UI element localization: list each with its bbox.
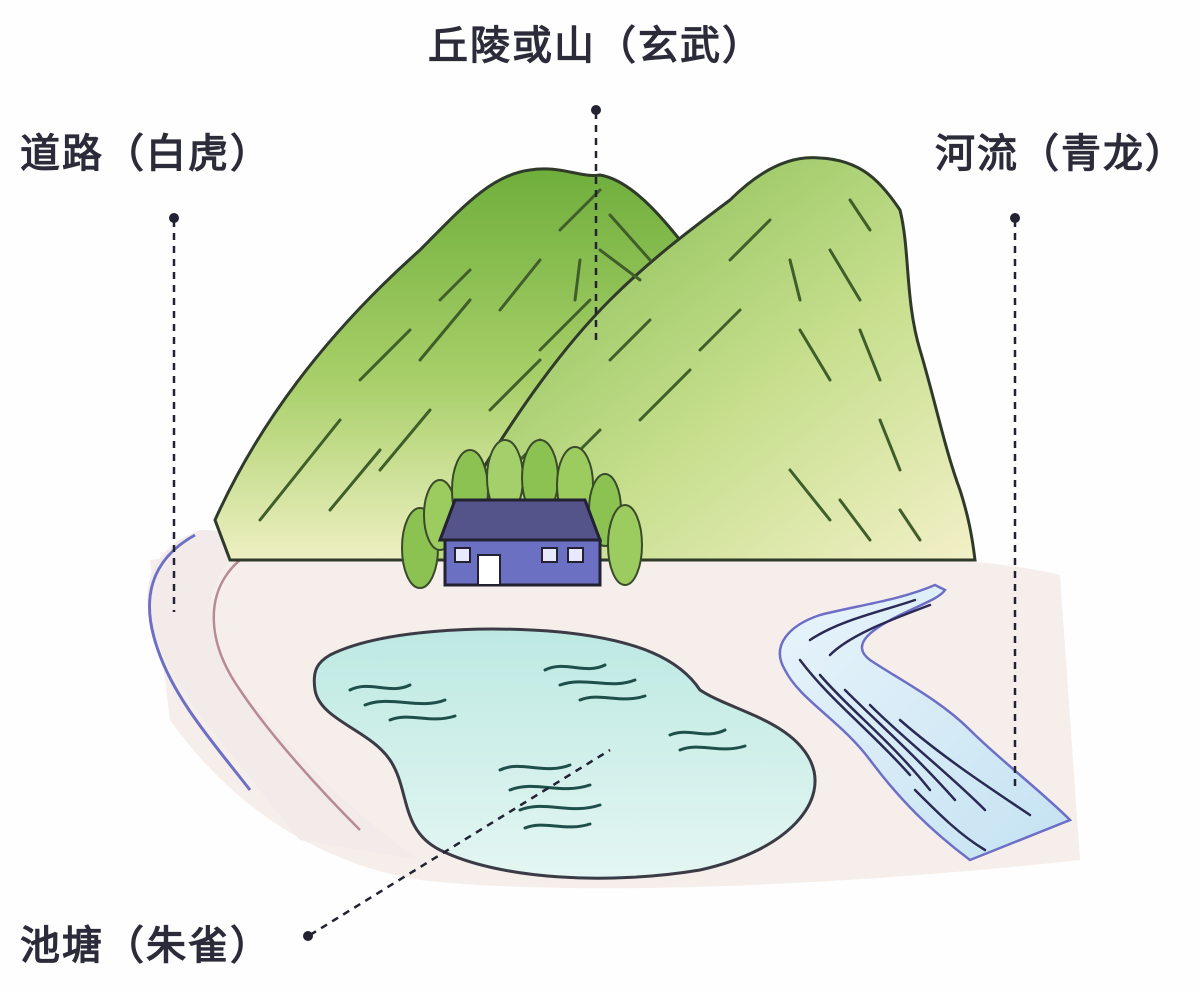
house: [437, 498, 603, 587]
leader-lines: [172, 112, 1017, 937]
label-river: 河流（青龙）: [935, 131, 1187, 177]
river: [778, 583, 1073, 862]
river-flow-lines: [798, 598, 1032, 852]
label-mountain: 丘陵或山（玄武）: [428, 23, 764, 69]
leader-dot-river: [1010, 213, 1020, 223]
leader-dot-road: [169, 213, 179, 223]
leader-dot-mountain: [591, 105, 601, 115]
pond: [312, 627, 817, 880]
pond-ripples: [348, 663, 747, 830]
road-edge-right: [212, 559, 361, 831]
label-road: 道路（白虎）: [20, 131, 272, 177]
leader-line-pond: [309, 748, 611, 937]
leader-dot-pond: [303, 931, 313, 941]
road-edge-left: [148, 533, 252, 791]
label-pond: 池塘（朱雀）: [20, 923, 272, 969]
leader-dots: [169, 105, 1020, 941]
